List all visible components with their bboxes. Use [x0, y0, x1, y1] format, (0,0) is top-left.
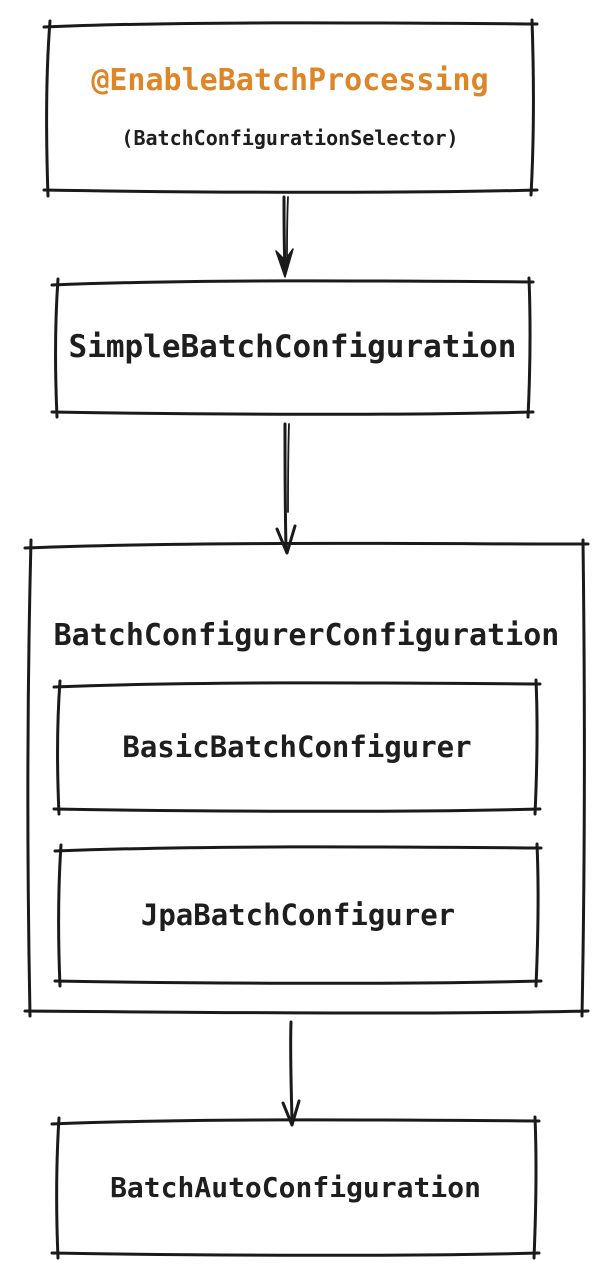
- node-outline-enable-batch-processing: [42, 18, 539, 198]
- basic-batch-configurer-label: BasicBatchConfigurer: [122, 729, 472, 764]
- node-jpa-batch-configurer: JpaBatchConfigurer: [58, 847, 538, 983]
- simple-batch-configuration-label: SimpleBatchConfiguration: [68, 329, 517, 365]
- enable-batch-processing-label: @EnableBatchProcessing: [91, 63, 489, 98]
- node-outline-batch-configurer-configuration: [23, 538, 590, 1018]
- edge-arrow-2: [275, 422, 297, 555]
- batch-configurer-configuration-label: BatchConfigurerConfiguration: [53, 618, 560, 653]
- node-outline-batch-auto-configuration: [50, 1115, 541, 1260]
- batch-auto-configuration-label: BatchAutoConfiguration: [110, 1170, 481, 1204]
- node-batch-auto-configuration: BatchAutoConfiguration: [55, 1120, 536, 1255]
- edge-arrow-3: [281, 1020, 301, 1127]
- batch-configuration-selector-label: (BatchConfigurationSelector): [121, 126, 459, 150]
- jpa-batch-configurer-label: JpaBatchConfigurer: [140, 897, 456, 932]
- node-simple-batch-configuration: SimpleBatchConfiguration: [55, 281, 530, 414]
- edge-arrow-1: [275, 195, 294, 278]
- node-enable-batch-processing: @EnableBatchProcessing (BatchConfigurati…: [47, 22, 533, 192]
- node-outline-jpa-batch-configurer: [53, 842, 543, 988]
- node-outline-basic-batch-configurer: [52, 678, 542, 816]
- node-batch-configurer-configuration: BatchConfigurerConfiguration: [28, 545, 585, 727]
- node-outline-simple-batch-configuration: [50, 276, 535, 419]
- node-basic-batch-configurer: BasicBatchConfigurer: [57, 683, 537, 811]
